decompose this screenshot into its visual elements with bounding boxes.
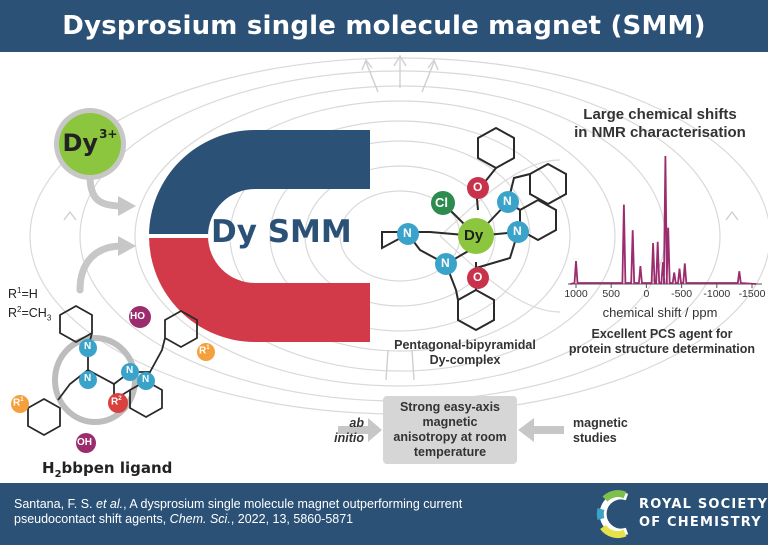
field-arrows xyxy=(63,54,739,381)
dy-ion-circle xyxy=(59,113,121,175)
nmr-tick-label: 0 xyxy=(643,288,650,300)
input-arrows xyxy=(338,418,564,442)
ligand-n-label-2: N xyxy=(84,373,92,384)
nmr-axis-label: chemical shift / ppm xyxy=(602,305,718,320)
ab-initio-line2: initio xyxy=(334,431,364,445)
header-title: Dysprosium single molecule magnet (SMM) xyxy=(0,0,768,52)
complex-atoms xyxy=(397,177,529,289)
complex-label-line2: Dy-complex xyxy=(429,353,501,367)
ab-initio-line1: ab xyxy=(349,416,364,430)
nmr-tick-label: 1000 xyxy=(564,288,588,300)
nmr-spectrum xyxy=(568,155,762,288)
r-group-definitions: R1=H R2=CH3 xyxy=(8,283,51,327)
nmr-title: Large chemical shifts in NMR characteris… xyxy=(560,106,760,142)
complex-n-label-2: N xyxy=(441,256,450,270)
rsc-logo: ROYAL SOCIETY OF CHEMISTRY xyxy=(595,489,767,539)
anisotropy-line3: anisotropy at room xyxy=(393,430,507,444)
rsc-line1: ROYAL SOCIETY xyxy=(639,497,768,512)
complex-n-label-4: N xyxy=(513,224,522,238)
anisotropy-line2: magnetic xyxy=(422,415,478,429)
complex-o-label-top: O xyxy=(473,180,483,194)
nmr-ticks xyxy=(575,284,753,288)
ligand-oh-label: OH xyxy=(77,437,92,448)
horseshoe-magnet xyxy=(149,130,370,342)
pcs-label-line2: protein structure determination xyxy=(568,342,756,356)
ligand-atoms xyxy=(11,306,215,453)
flow-arrowheads xyxy=(118,196,136,256)
ab-initio-label: ab initio xyxy=(320,416,364,446)
ligand-r2-label: R2 xyxy=(111,396,122,408)
complex-label: Pentagonal-bipyramidal Dy-complex xyxy=(390,338,540,368)
complex-dy-label: Dy xyxy=(464,227,484,244)
r1-definition: R1=H xyxy=(8,286,38,302)
complex-label-line1: Pentagonal-bipyramidal xyxy=(394,338,536,352)
r2-definition: R2=CH3 xyxy=(8,305,52,323)
magnet-label: Dy SMM xyxy=(211,214,352,250)
nmr-title-line1: Large chemical shifts xyxy=(583,106,737,123)
ligand-name: H2bbpen ligand xyxy=(42,459,173,480)
footer-bar xyxy=(0,483,768,545)
ligand-r1-label-right: R1 xyxy=(199,345,210,357)
rsc-logo-icon xyxy=(596,490,629,539)
pcs-label: Excellent PCS agent for protein structur… xyxy=(557,327,767,357)
ligand-n-label-3: N xyxy=(126,365,134,376)
pcs-label-line1: Excellent PCS agent for xyxy=(591,327,733,341)
nmr-trace xyxy=(570,155,757,285)
anisotropy-line4: temperature xyxy=(413,445,487,459)
anisotropy-line1: Strong easy-axis xyxy=(399,400,501,414)
magnetic-studies-line1: magnetic xyxy=(573,416,628,430)
magnetic-studies-line2: studies xyxy=(573,431,617,445)
magnetic-studies-label: magnetic studies xyxy=(573,416,628,446)
ligand-r1-label-left: R1 xyxy=(13,397,24,409)
nmr-tick-label: 500 xyxy=(602,288,620,300)
complex-n-label-1: N xyxy=(403,226,412,240)
complex-cl-label: Cl xyxy=(435,195,448,210)
complex-o-label-bottom: O xyxy=(473,270,483,284)
flow-arrows xyxy=(76,172,126,294)
complex-n-label-3: N xyxy=(503,194,512,208)
ligand-n-label-4: N xyxy=(142,374,150,385)
citation: Santana, F. S. et al., A dysprosium sing… xyxy=(14,497,463,526)
rsc-line2: OF CHEMISTRY xyxy=(639,515,762,530)
ligand-structure xyxy=(27,304,198,437)
anisotropy-box: Strong easy-axis magnetic anisotropy at … xyxy=(383,396,517,464)
nmr-tick-label: -1000 xyxy=(703,288,731,300)
nmr-title-line2: in NMR characterisation xyxy=(574,124,746,141)
ligand-ho-label: HO xyxy=(130,311,145,322)
dy-ion-label: Dy3+ xyxy=(62,127,118,157)
ligand-n-label-1: N xyxy=(84,341,92,352)
nmr-tick-label: -1500 xyxy=(738,288,766,300)
nmr-tick-label: -500 xyxy=(671,288,693,300)
